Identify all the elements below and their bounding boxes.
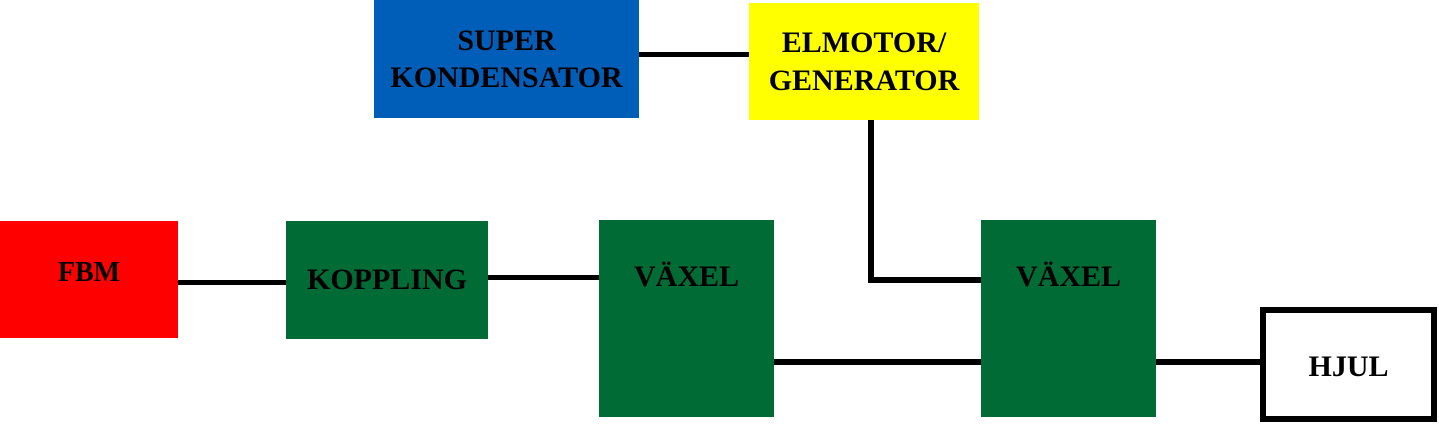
vaxel2-label: VÄXEL (1015, 260, 1121, 293)
vaxel-block-2: VÄXEL (981, 220, 1156, 417)
elmotor-label-line1: ELMOTOR/ (781, 26, 947, 59)
vaxel-block-1: VÄXEL (599, 220, 774, 417)
connector-super-elmotor (639, 52, 749, 57)
connector-elmotor-vaxel2-horizontal (868, 277, 981, 283)
vaxel1-label: VÄXEL (633, 260, 739, 293)
connector-fbm-koppling (178, 280, 286, 285)
super-label-line1: SUPER (457, 23, 556, 57)
connector-koppling-vaxel1 (488, 275, 599, 280)
connector-elmotor-vaxel2-vertical (868, 120, 874, 283)
koppling-label: KOPPLING (306, 263, 467, 297)
elmotor-label-line2: GENERATOR (768, 63, 960, 97)
fbm-block: FBM (0, 221, 178, 338)
super-kondensator-block: SUPER KONDENSATOR (374, 0, 639, 118)
hjul-block: HJUL (1260, 307, 1437, 422)
super-label-line2: KONDENSATOR (390, 61, 623, 94)
elmotor-generator-block: ELMOTOR/ GENERATOR (749, 3, 979, 120)
koppling-block: KOPPLING (286, 221, 488, 339)
hjul-label: HJUL (1308, 349, 1389, 383)
fbm-label: FBM (57, 257, 121, 288)
